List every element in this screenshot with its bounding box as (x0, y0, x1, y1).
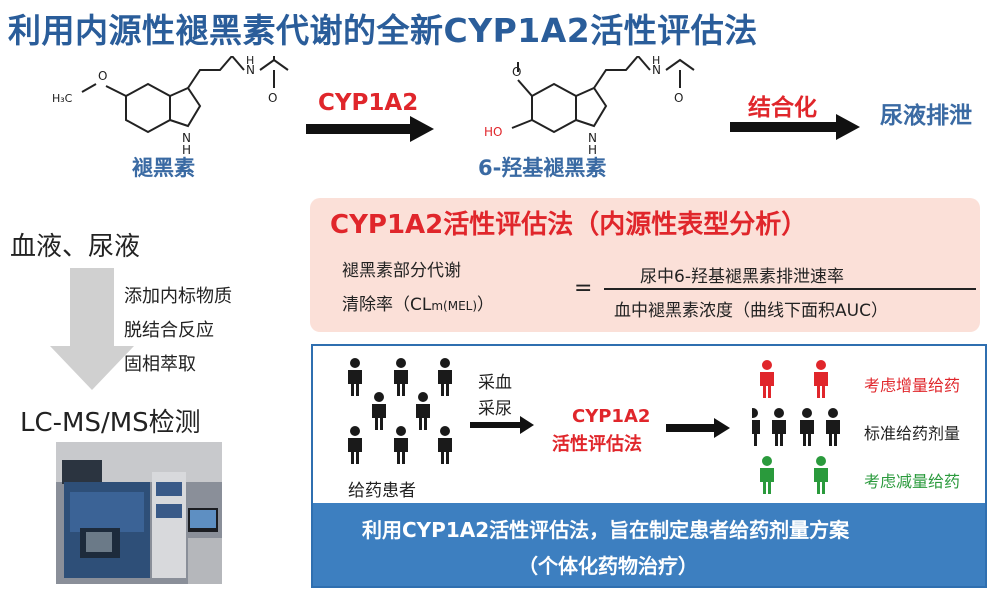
conjugation-label: 结合化 (748, 95, 817, 121)
lcms-instrument-image (56, 442, 222, 584)
oxygen-atom: O (98, 69, 107, 83)
equals-sign: = (574, 276, 593, 301)
summary-line1: 利用CYP1A2活性评估法，旨在制定患者给药剂量方案 (362, 518, 850, 542)
hydrogen-atom: H (182, 143, 191, 156)
carbonyl-oxygen: O (674, 91, 683, 105)
hydrogen-atom: H (588, 143, 597, 156)
fraction-bar (604, 288, 976, 290)
arrow-icon (666, 418, 730, 438)
amide-nitrogen: N (652, 63, 661, 77)
down-arrow-icon (50, 268, 134, 390)
collect-blood-label: 采血 (478, 373, 512, 393)
nitrogen-atom: N (182, 131, 191, 145)
melatonin-label: 褪黑素 (132, 156, 195, 180)
patients-label: 给药患者 (348, 481, 416, 501)
arrow-icon (470, 416, 534, 434)
hydroxymelatonin-label: 6-羟基褪黑素 (478, 156, 607, 180)
dose-decrease-label: 考虑减量给药 (864, 472, 961, 491)
step-deconjugation: 脱结合反应 (124, 320, 214, 341)
amide-hydrogen: H (652, 56, 660, 67)
clearance-label-line1: 褪黑素部分代谢 (342, 261, 461, 281)
methyl-group: H₃C (52, 92, 73, 105)
detection-label: LC-MS/MS检测 (20, 408, 201, 438)
denominator-text: 血中褪黑素浓度（曲线下面积AUC） (614, 301, 888, 321)
hydroxymelatonin-structure: O HO N H N H O (484, 56, 695, 156)
amide-hydrogen: H (246, 56, 254, 67)
numerator-text: 尿中6-羟基褪黑素排泄速率 (640, 267, 844, 287)
summary-line2: （个体化药物治疗） (518, 554, 698, 578)
dose-groups-icon (752, 360, 840, 494)
dose-standard-label: 标准给药剂量 (864, 424, 961, 443)
arrow-icon (306, 116, 434, 142)
nitrogen-atom: N (588, 131, 597, 145)
dose-increase-label: 考虑增量给药 (864, 376, 961, 395)
page-title: 利用内源性褪黑素代谢的全新CYP1A2活性评估法 (8, 11, 758, 50)
clearance-label-line2: 清除率（CLm(MEL)） (342, 295, 495, 315)
hydroxyl-group: HO (484, 125, 502, 139)
collect-urine-label: 采尿 (478, 399, 512, 419)
melatonin-structure: O H₃C N H N H O (52, 56, 289, 156)
method-short-line1: CYP1A2 (572, 406, 651, 427)
carbonyl-oxygen: O (268, 91, 277, 105)
method-panel (310, 198, 980, 332)
oxygen-atom: O (512, 65, 521, 79)
summary-bar (313, 503, 985, 586)
patients-group-icon (348, 358, 452, 464)
enzyme-label: CYP1A2 (318, 90, 419, 116)
urine-excretion-label: 尿液排泄 (880, 103, 972, 129)
method-title: CYP1A2活性评估法（内源性表型分析） (330, 210, 808, 240)
method-short-line2: 活性评估法 (552, 434, 642, 455)
sample-heading: 血液、尿液 (10, 232, 141, 262)
arrow-icon (730, 114, 860, 140)
step-spe: 固相萃取 (124, 354, 196, 375)
step-internal-standard: 添加内标物质 (124, 286, 232, 307)
amide-nitrogen: N (246, 63, 255, 77)
